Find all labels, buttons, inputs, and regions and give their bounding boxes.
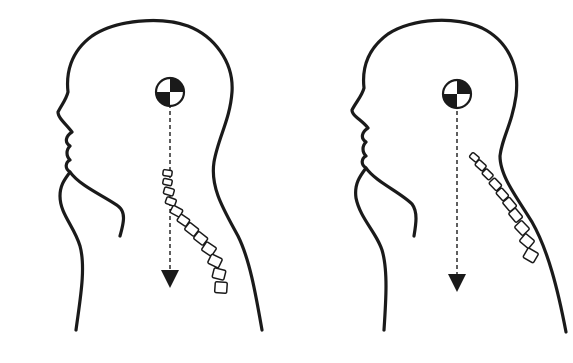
arrow-down-icon: [161, 270, 179, 288]
arrow-down-icon: [448, 274, 466, 292]
head-profile-outline: [58, 21, 262, 330]
vertebra: [162, 178, 172, 186]
vertebra: [523, 248, 539, 264]
vertebra: [215, 282, 228, 294]
vertebral-column: [469, 152, 539, 263]
center-of-gravity-icon: [443, 80, 471, 108]
figure-upright: [58, 21, 262, 330]
vertebra: [165, 196, 177, 206]
neck-front-outline: [366, 168, 416, 236]
neck-front-outline: [70, 172, 124, 236]
center-of-gravity-icon: [156, 78, 184, 106]
vertebra: [212, 268, 226, 281]
vertebra: [163, 187, 175, 196]
vertebra: [163, 169, 173, 176]
figure-forward-head: [352, 20, 566, 332]
